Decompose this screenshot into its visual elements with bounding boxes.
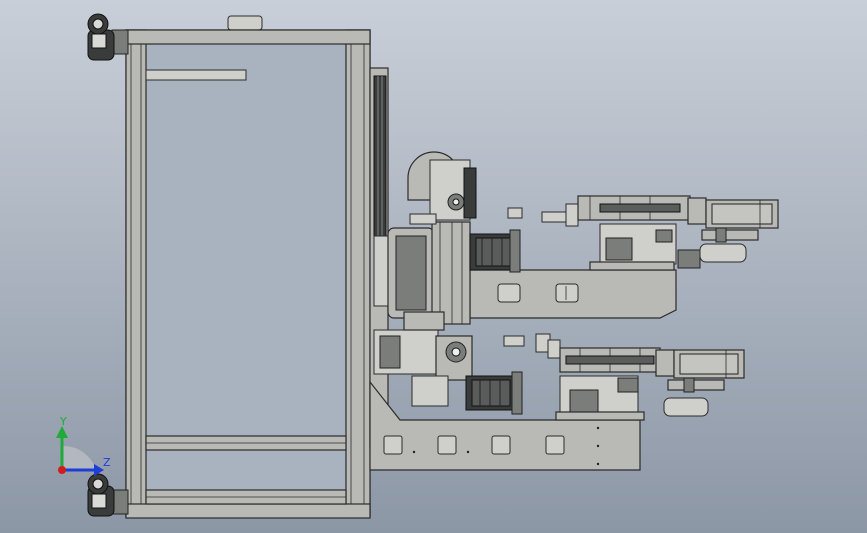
model-edge-geometry <box>411 375 449 407</box>
model-edge-geometry <box>395 235 427 311</box>
model-edge-geometry <box>711 203 773 225</box>
y-axis-label: Y <box>59 415 67 428</box>
upper-cylinder[interactable] <box>699 227 759 263</box>
lower-servo-motor[interactable] <box>655 349 745 379</box>
z-axis-arrowhead <box>94 464 104 476</box>
model-edge-geometry <box>471 379 511 407</box>
main-frame[interactable] <box>125 15 371 519</box>
model-edge-geometry <box>555 411 645 421</box>
model-edge-geometry <box>596 462 600 466</box>
model-edge-geometry <box>596 444 600 448</box>
upper-servo-motor[interactable] <box>687 197 779 229</box>
model-edge-geometry <box>589 261 675 271</box>
frame-right-post <box>345 29 371 517</box>
upper-linear-actuator[interactable] <box>507 195 701 271</box>
model-edge-geometry <box>92 18 104 30</box>
frame-top-rail <box>125 29 371 45</box>
model-edge-geometry <box>379 335 401 369</box>
model-edge-geometry <box>667 379 725 391</box>
upper-motor[interactable] <box>469 229 521 273</box>
model-edge-geometry <box>679 353 739 375</box>
model-edge-geometry <box>509 229 521 273</box>
model-edge-geometry <box>565 355 655 365</box>
frame-left-post <box>125 29 147 517</box>
x-axis-indicator <box>58 466 66 474</box>
model-edge-geometry <box>545 435 565 455</box>
upper-gripper-cluster[interactable] <box>407 151 477 225</box>
model-edge-geometry <box>383 435 403 455</box>
model-edge-geometry <box>701 229 759 241</box>
lower-linear-actuator[interactable] <box>503 333 661 421</box>
model-edge-geometry <box>452 198 460 206</box>
model-edge-geometry <box>409 213 437 225</box>
model-edge-geometry <box>503 335 525 347</box>
rotary-hub[interactable] <box>373 221 471 325</box>
lower-gripper-cluster[interactable] <box>373 311 473 407</box>
middle-arm[interactable] <box>469 269 677 319</box>
caster-top[interactable] <box>87 13 129 61</box>
model-edge-geometry <box>403 311 445 331</box>
model-edge-geometry <box>91 33 107 49</box>
model-edge-geometry <box>599 203 681 213</box>
model-edge-geometry <box>555 283 579 303</box>
model-edge-geometry <box>663 397 709 417</box>
model-edge-geometry <box>451 347 461 357</box>
model-edge-geometry <box>431 221 471 325</box>
model-edge-geometry <box>715 227 727 243</box>
model-edge-geometry <box>466 450 470 454</box>
model-edge-geometry <box>655 349 675 377</box>
frame-top-handle <box>227 15 263 31</box>
model-edge-geometry <box>596 426 600 430</box>
model-edge-geometry <box>373 75 387 241</box>
frame-top-crossbar <box>145 69 247 81</box>
model-edge-geometry <box>605 237 633 261</box>
model-edge-geometry <box>412 450 416 454</box>
lower-motor[interactable] <box>465 371 523 415</box>
model-edge-geometry <box>497 283 521 303</box>
caster-bottom[interactable] <box>87 473 129 517</box>
model-edge-geometry <box>62 445 96 470</box>
model-edge-geometry <box>437 435 457 455</box>
coordinate-triad: Y Z <box>56 415 111 476</box>
model-edge-geometry <box>547 339 561 359</box>
model-edge-geometry <box>463 167 477 219</box>
model-edge-geometry <box>511 371 523 415</box>
model-edge-geometry <box>475 237 511 267</box>
model-edge-geometry <box>687 197 707 225</box>
frame-opening <box>145 43 347 505</box>
z-axis-label: Z <box>103 456 111 469</box>
model-edge-geometry <box>92 478 104 490</box>
model-edge-geometry <box>491 435 511 455</box>
frame-bottom-rail <box>125 503 371 519</box>
model-edge-geometry <box>655 229 673 243</box>
lower-bracket-arm[interactable] <box>369 380 641 471</box>
lower-cylinder[interactable] <box>663 377 725 417</box>
model-edge-geometry <box>699 243 747 263</box>
model-edge-geometry <box>91 493 107 509</box>
model-edge-geometry <box>617 377 639 393</box>
model-edge-geometry <box>565 203 579 227</box>
model-edge-geometry <box>569 389 599 413</box>
model-edge-geometry <box>683 377 695 393</box>
model-edge-geometry <box>677 249 701 269</box>
model-edge-geometry <box>507 207 523 219</box>
y-axis-arrowhead <box>56 426 68 438</box>
